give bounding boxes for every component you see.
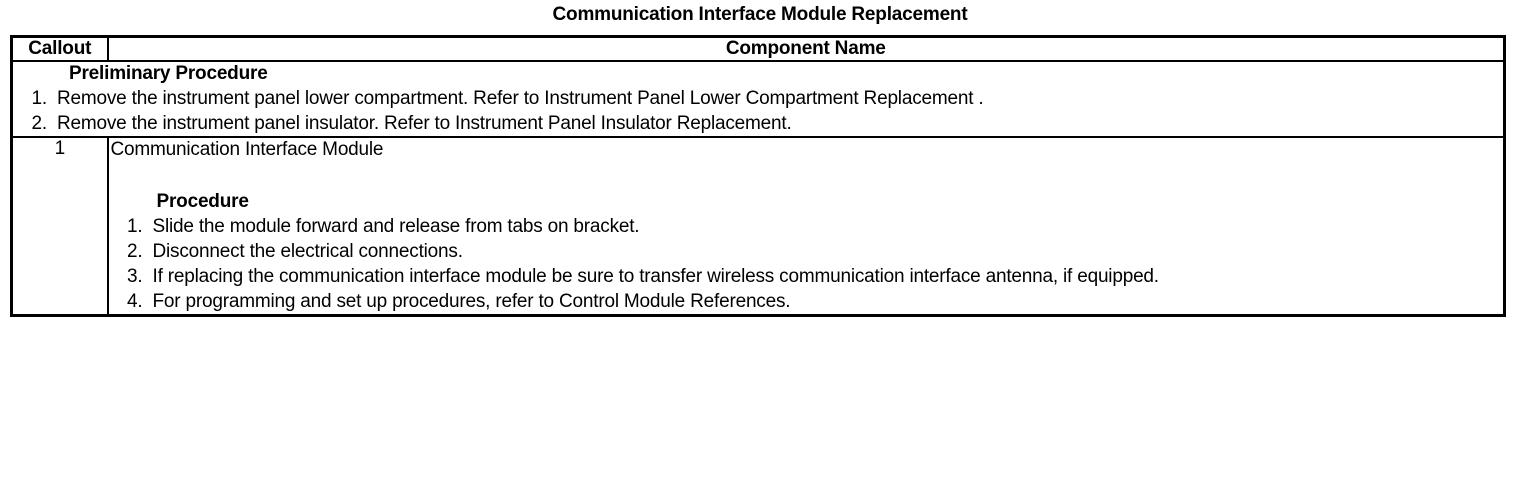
list-text: Slide the module forward and release fro… [152,216,640,237]
table-row: 1 Communication Interface Module Procedu… [10,136,1506,317]
procedure-table: Callout Component Name Preliminary Proce… [10,35,1506,317]
list-item: 1. Remove the instrument panel lower comp… [13,86,1503,111]
preliminary-procedure-row: Preliminary Procedure 1. Remove the instr… [10,60,1506,138]
preliminary-step-list: 1. Remove the instrument panel lower comp… [13,86,1503,136]
component-detail-cell: Communication Interface Module Procedure… [106,136,1506,317]
component-name-text: Communication Interface Module [110,139,384,160]
procedure-heading: Procedure [156,191,249,212]
list-marker: 1. [31,88,48,109]
callout-number-cell: 1 [10,136,109,317]
list-marker: 3. [127,266,143,287]
preliminary-procedure-cell: Preliminary Procedure 1. Remove the instr… [10,60,1506,138]
list-text: Remove the instrument panel lower compar… [57,88,984,109]
list-text: Disconnect the electrical connections. [152,241,463,262]
preliminary-procedure-heading: Preliminary Procedure [69,63,268,84]
page-title: Communication Interface Module Replaceme… [552,4,968,25]
list-text: For programming and set up procedures, r… [152,291,791,312]
list-item: 2. Remove the instrument panel insulator.… [13,111,1503,136]
procedure-step-list: 1. Slide the module forward and release f… [109,214,1504,314]
list-marker: 2. [127,241,143,262]
column-header-callout: Callout [10,35,109,62]
list-marker: 4. [127,291,143,312]
list-item: 4. For programming and set up procedures,… [109,289,1504,314]
list-item: 3. If replacing the communication interfa… [109,264,1504,289]
column-header-component-name: Component Name [106,35,1506,62]
list-item: 2. Disconnect the electrical connections. [109,239,1504,264]
list-item: 1. Slide the module forward and release f… [109,214,1504,239]
list-text: Remove the instrument panel insulator. R… [57,113,792,134]
list-text: If replacing the communication interface… [152,266,1160,287]
list-marker: 2. [31,113,48,134]
table-header-row: Callout Component Name [10,35,1506,62]
list-marker: 1. [127,216,143,237]
